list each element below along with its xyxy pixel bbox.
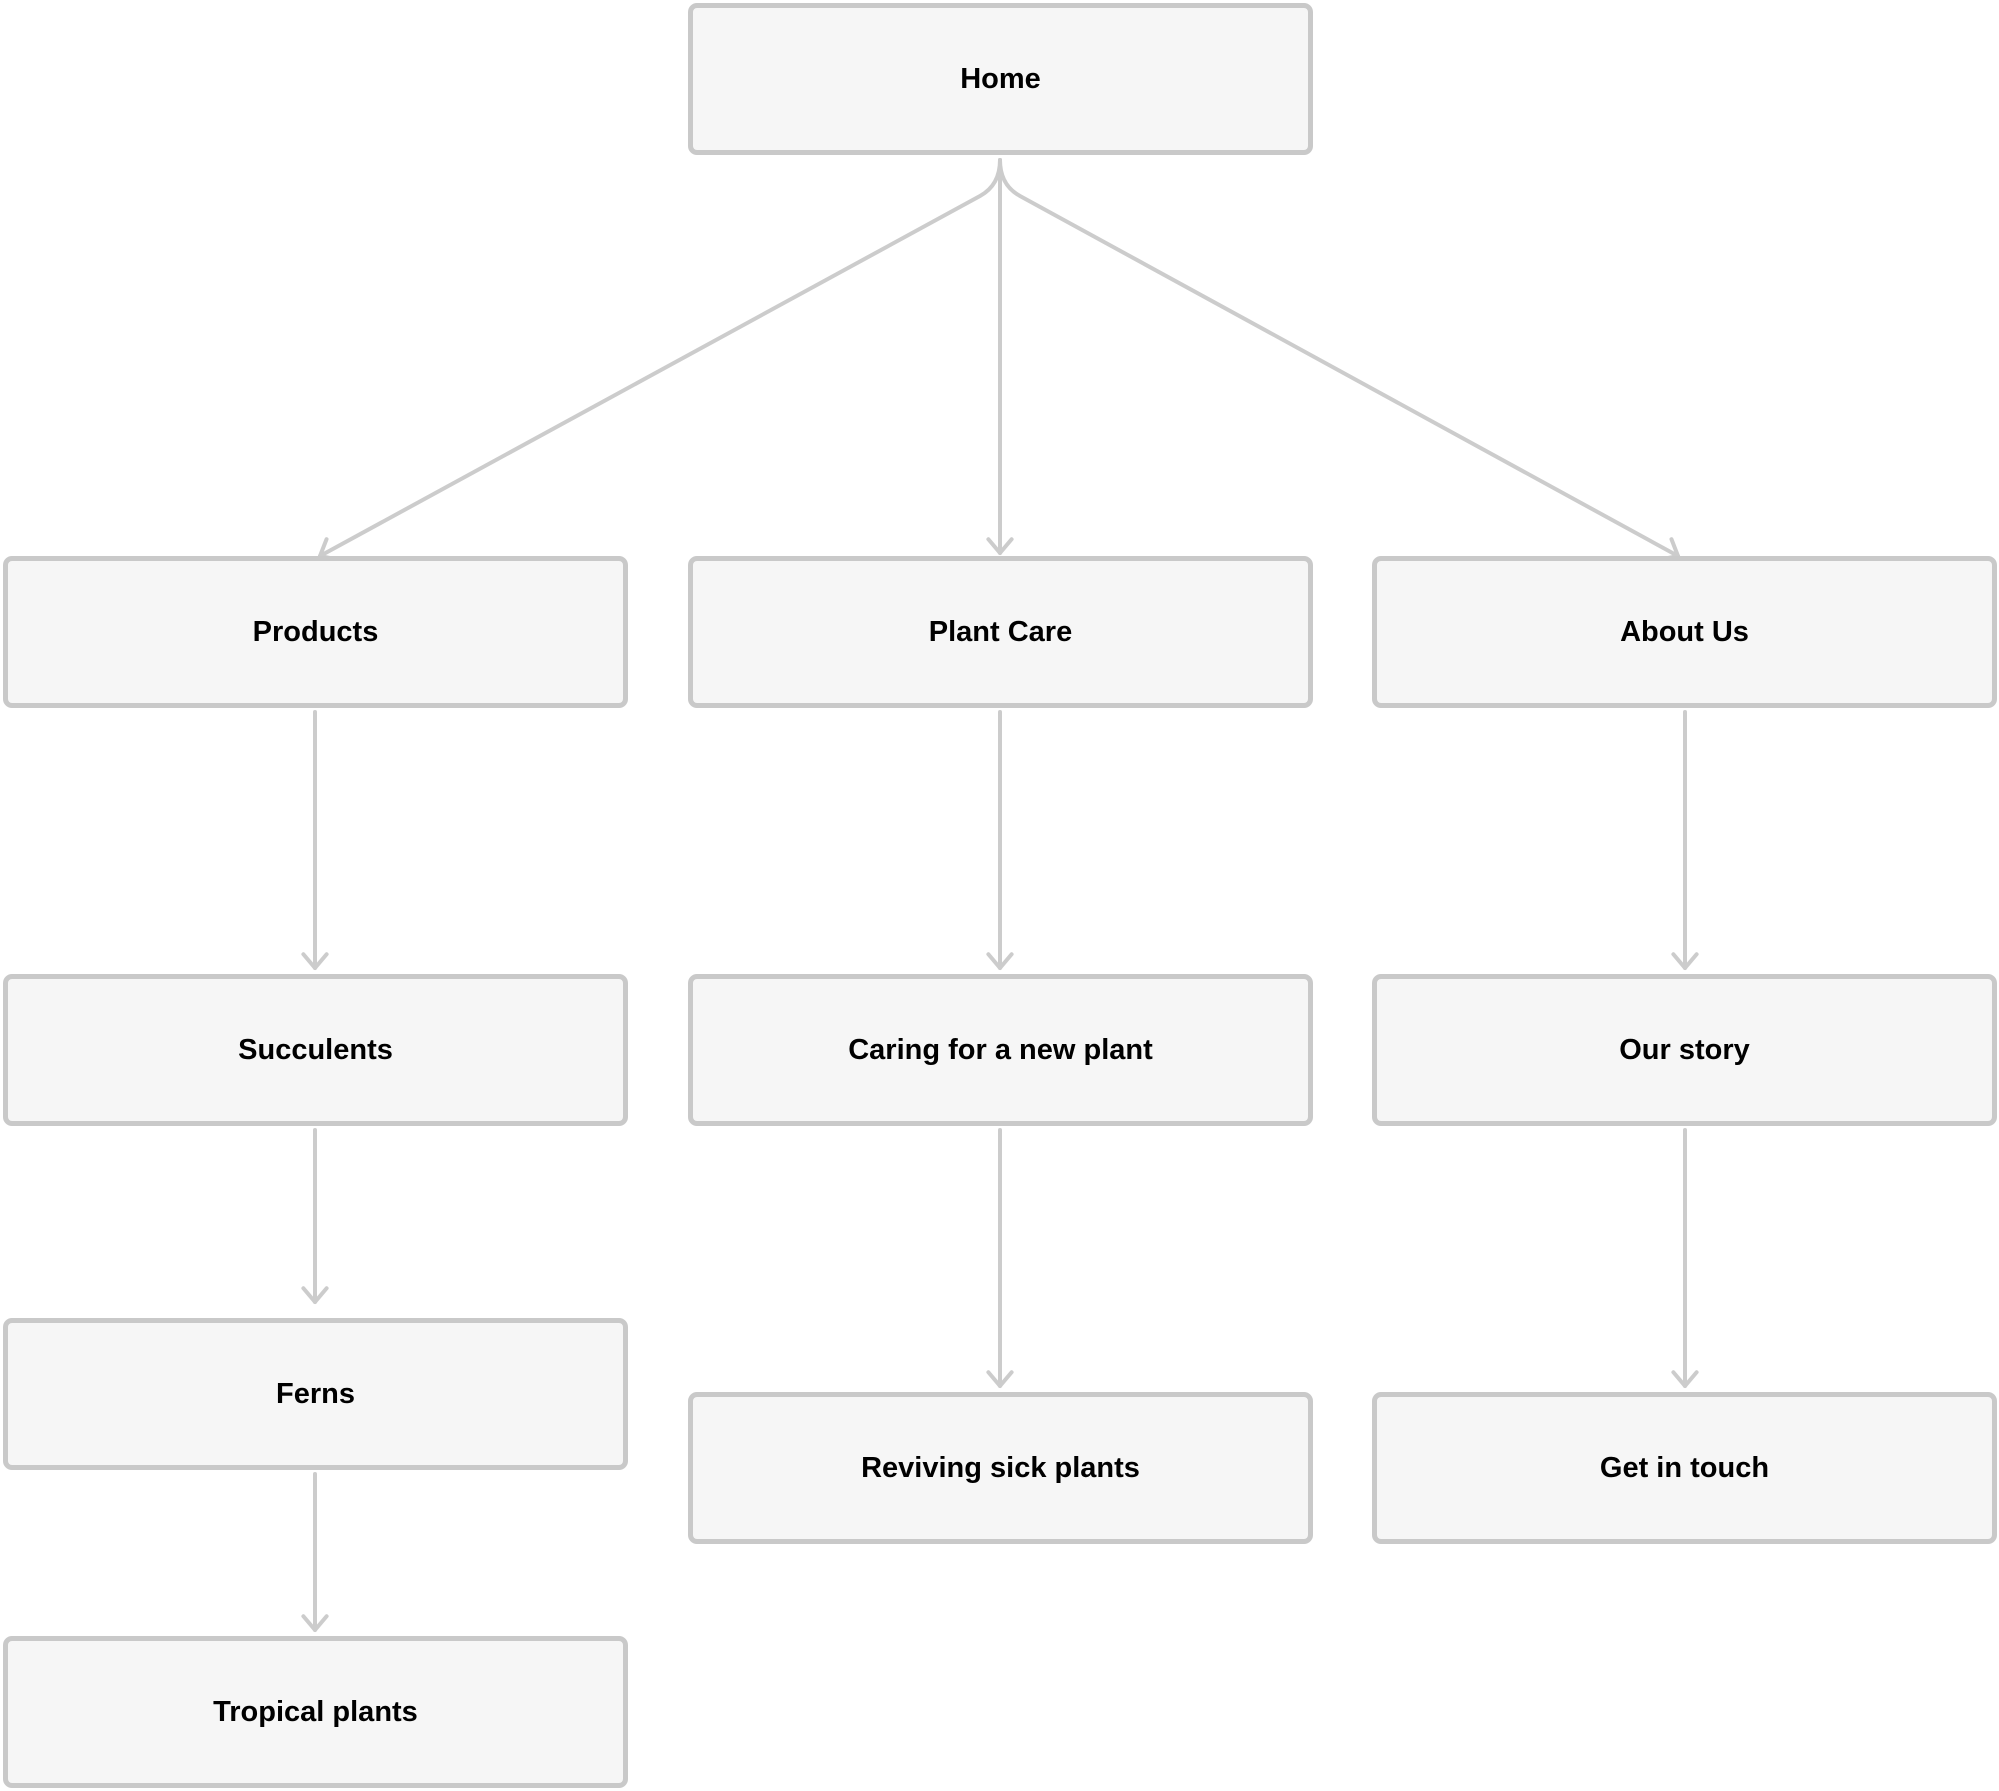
node-tropical-plants[interactable]: Tropical plants — [3, 1636, 628, 1788]
node-about-us[interactable]: About Us — [1372, 556, 1997, 708]
connector-succulents-ferns-arrowhead — [301, 1286, 329, 1304]
connector-plant-care-caring-arrowhead — [986, 952, 1014, 970]
node-home[interactable]: Home — [688, 3, 1313, 155]
connector-home-about-us — [998, 158, 1680, 558]
connector-caring-reviving-arrowhead — [986, 1370, 1014, 1388]
node-reviving-sick-plants[interactable]: Reviving sick plants — [688, 1392, 1313, 1544]
node-succulents[interactable]: Succulents — [3, 974, 628, 1126]
connector-ferns-tropical-arrowhead — [301, 1614, 329, 1632]
connector-our-story-get-in-touch-arrowhead — [1671, 1370, 1699, 1388]
connector-about-us-our-story-arrowhead — [1671, 952, 1699, 970]
connector-home-plant-care-arrowhead — [986, 537, 1014, 555]
node-products[interactable]: Products — [3, 556, 628, 708]
connector-home-products — [318, 158, 1002, 558]
node-get-in-touch[interactable]: Get in touch — [1372, 1392, 1997, 1544]
node-plant-care[interactable]: Plant Care — [688, 556, 1313, 708]
connector-products-succulents-arrowhead — [301, 952, 329, 970]
node-our-story[interactable]: Our story — [1372, 974, 1997, 1126]
node-ferns[interactable]: Ferns — [3, 1318, 628, 1470]
node-caring-for-a-new-plant[interactable]: Caring for a new plant — [688, 974, 1313, 1126]
